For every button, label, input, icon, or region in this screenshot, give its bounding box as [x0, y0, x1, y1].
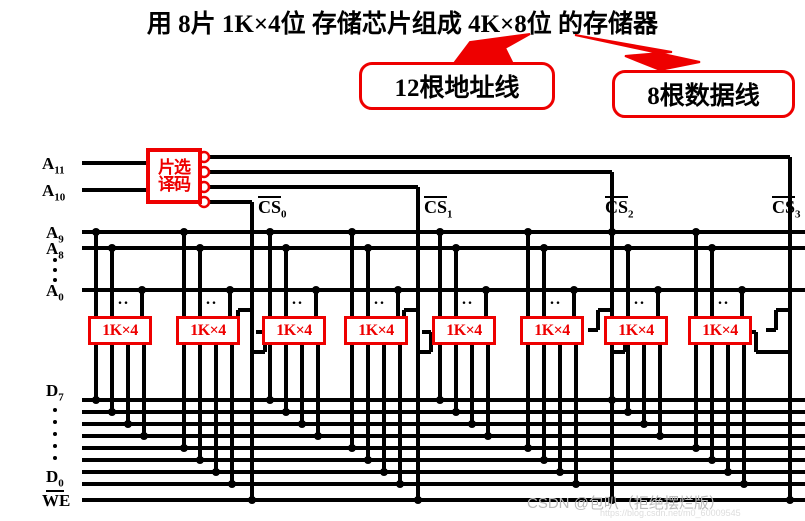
- chip-7-pin-ellipsis: ..: [634, 291, 646, 308]
- chip-4-pin-ellipsis: ..: [374, 291, 386, 308]
- chip-2-pin-ellipsis: ..: [206, 291, 218, 308]
- chip-1-pin-ellipsis: ..: [118, 291, 130, 308]
- chip-6-pin-ellipsis: ..: [550, 291, 562, 308]
- callout-data-lines: 8根数据线: [612, 70, 795, 118]
- chip-select-label-2: CS2: [605, 196, 634, 221]
- data-label-d7: D7: [46, 381, 64, 404]
- memory-chip-1[interactable]: 1K×4: [88, 316, 152, 345]
- chip-select-label-0: CS0: [258, 196, 287, 221]
- chip-select-label-3: CS3: [772, 196, 801, 221]
- address-label-a8: A8: [46, 239, 64, 262]
- address-label-a10: A10: [42, 181, 66, 204]
- chip-select-label-1: CS1: [424, 196, 453, 221]
- address-label-a0: A0: [46, 281, 64, 304]
- memory-chip-6[interactable]: 1K×4: [520, 316, 584, 345]
- memory-chip-2[interactable]: 1K×4: [176, 316, 240, 345]
- watermark-url: https://blog.csdn.net/m0_60009545: [600, 508, 741, 518]
- memory-chip-5[interactable]: 1K×4: [432, 316, 496, 345]
- memory-chip-4[interactable]: 1K×4: [344, 316, 408, 345]
- address-label-a9: A9: [46, 223, 64, 246]
- memory-chip-7[interactable]: 1K×4: [604, 316, 668, 345]
- junction-dots: [92, 228, 794, 504]
- decoder-label-line1: 片选: [158, 157, 191, 177]
- callout-tail-data: [574, 34, 701, 72]
- chip-3-pin-ellipsis: ..: [292, 291, 304, 308]
- callout-address-lines: 12根地址线: [359, 62, 555, 110]
- address-label-a11: A11: [42, 154, 65, 177]
- data-ellipsis: [52, 408, 58, 460]
- decoder-label-line2: 译码: [158, 175, 191, 194]
- address-ellipsis: [52, 258, 58, 282]
- memory-chip-3[interactable]: 1K×4: [262, 316, 326, 345]
- memory-chip-8[interactable]: 1K×4: [688, 316, 752, 345]
- data-label-d0: D0: [46, 468, 64, 493]
- page-title: 用 8片 1K×4位 存储芯片组成 4K×8位 的存储器: [146, 11, 659, 38]
- chip-select-decoder[interactable]: 片选 译码: [146, 148, 202, 204]
- watermark-text: CSDN @包叭（拒绝摆烂版）: [527, 495, 724, 512]
- callout-tails: [453, 33, 701, 72]
- chip-8-pin-ellipsis: ..: [718, 291, 730, 308]
- write-enable-label: WE: [42, 491, 71, 510]
- chip-5-pin-ellipsis: ..: [462, 291, 474, 308]
